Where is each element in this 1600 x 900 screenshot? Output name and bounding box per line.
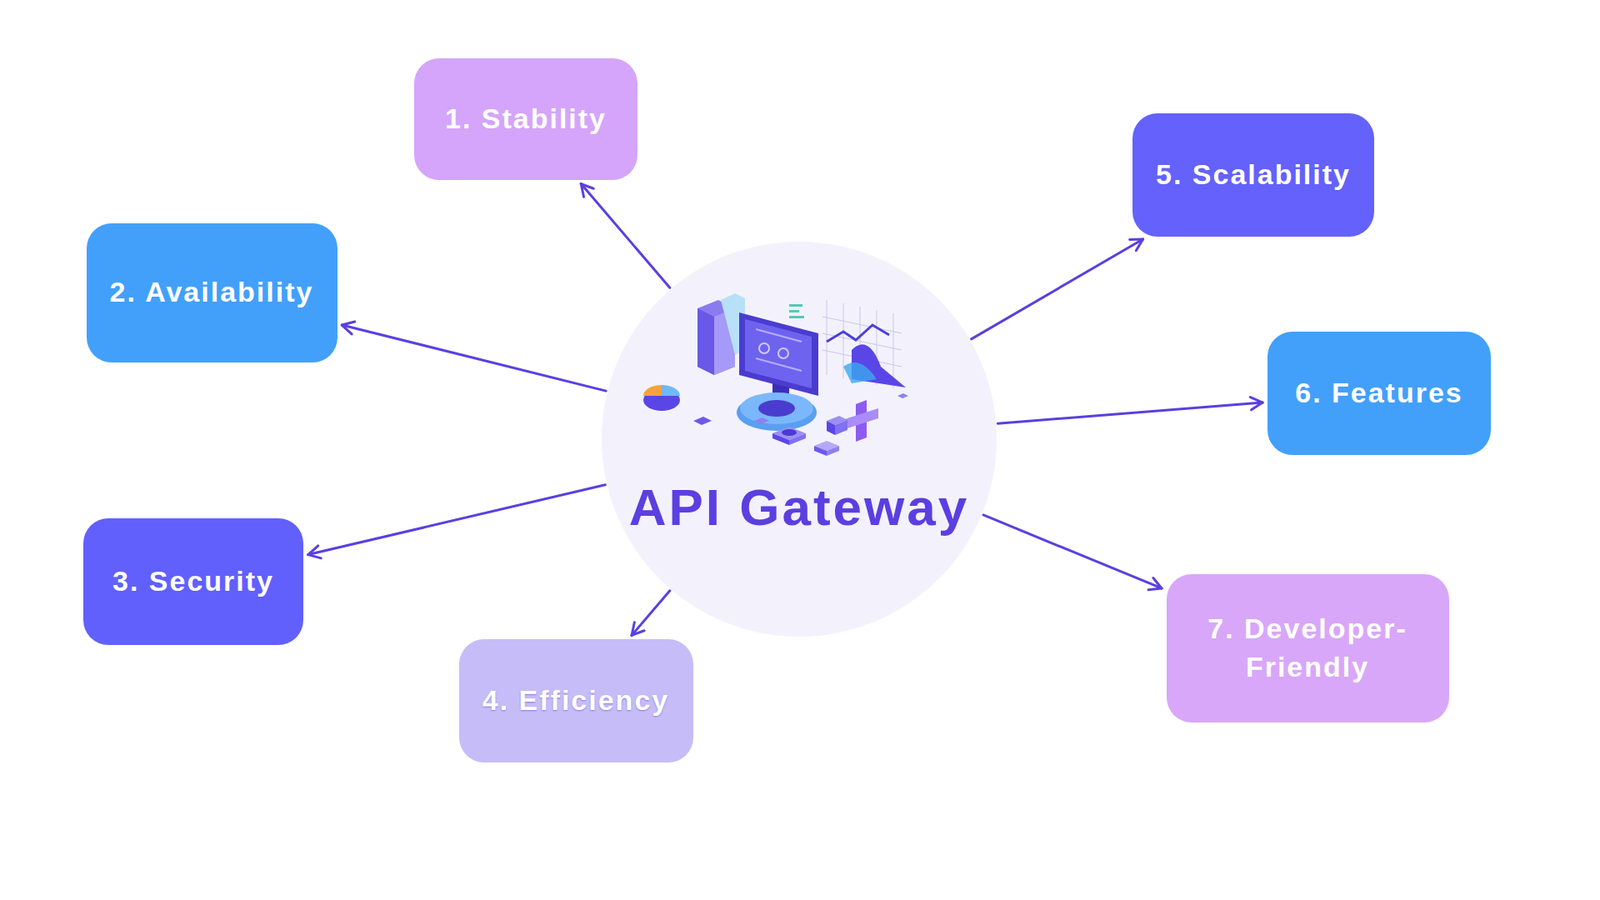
feature-label: 2. Availability [110, 273, 315, 312]
feature-label: 5. Scalability [1155, 155, 1351, 195]
arrow-head [1250, 397, 1263, 404]
arrow-head [631, 622, 635, 636]
arrow-head [1251, 402, 1263, 410]
connector-line [997, 402, 1263, 424]
connector-arrow [580, 184, 670, 289]
connector-arrow [341, 321, 606, 391]
feature-box: 3. Security [83, 518, 304, 645]
connector-arrow [971, 239, 1144, 340]
feature-label: 4. Efficiency [482, 681, 670, 720]
arrow-head [341, 325, 352, 335]
feature-box: 1. Stability [414, 58, 638, 180]
feature-label: 7. Developer-Friendly [1191, 610, 1425, 687]
hub-circle: API Gateway [601, 241, 997, 637]
arrow-head [1153, 578, 1162, 589]
arrow-head [1148, 588, 1162, 590]
connector-arrow [308, 485, 606, 559]
feature-box: 2. Availability [86, 223, 338, 363]
connector-line [983, 515, 1162, 589]
connector-line [308, 485, 606, 555]
feature-box: 5. Scalability [1132, 113, 1375, 237]
arrow-head [341, 321, 355, 325]
arrow-head [308, 555, 321, 559]
connector-line [971, 239, 1144, 340]
arrow-head [580, 184, 594, 190]
connector-line [580, 184, 670, 289]
connector-arrow [631, 590, 670, 636]
connector-arrow [997, 397, 1263, 425]
arrow-head [1135, 239, 1143, 251]
connector-arrow [983, 515, 1162, 590]
hub-title: API Gateway [601, 477, 997, 537]
feature-label: 6. Features [1295, 374, 1464, 413]
dashboard-illustration [601, 241, 997, 637]
connector-line [631, 590, 670, 636]
connector-line [341, 325, 606, 391]
feature-label: 3. Security [112, 562, 275, 601]
feature-box: 6. Features [1267, 331, 1491, 455]
feature-box: 4. Efficiency [459, 639, 694, 763]
arrow-head [308, 545, 319, 555]
feature-box: 7. Developer-Friendly [1166, 574, 1450, 723]
feature-label: 1. Stability [445, 100, 607, 139]
